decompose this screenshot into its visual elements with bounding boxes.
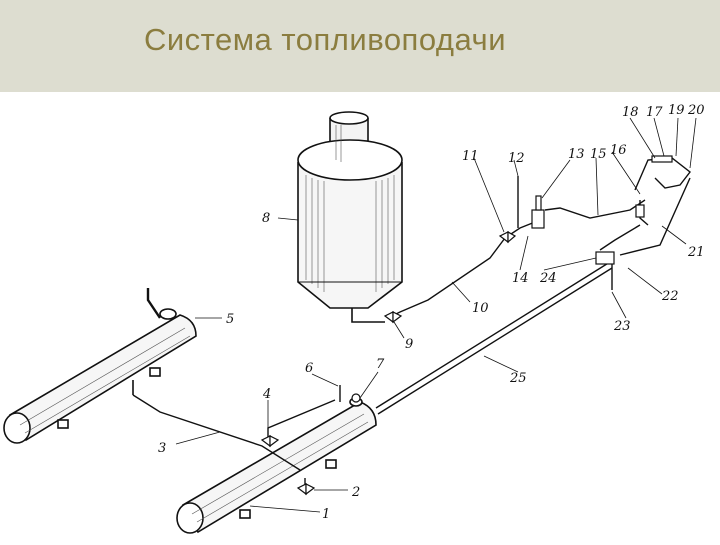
label-23: 23 (613, 319, 631, 334)
horizontal-tank-upper (3, 288, 197, 444)
label-15: 15 (590, 147, 607, 162)
label-12: 12 (508, 151, 525, 166)
label-22: 22 (661, 289, 679, 304)
label-3: 3 (158, 441, 166, 456)
fuel-system-diagram: 1 2 3 4 5 6 7 8 9 10 11 12 13 14 15 16 1… (0, 92, 720, 540)
label-16: 16 (610, 143, 627, 158)
label-9: 9 (405, 337, 413, 352)
label-20: 20 (687, 103, 705, 118)
label-21: 21 (687, 245, 705, 260)
slide-header: Система топливоподачи (0, 0, 720, 92)
label-7: 7 (376, 357, 385, 372)
number-labels: 1 2 3 4 5 6 7 8 9 10 11 12 13 14 15 16 1… (158, 103, 705, 522)
label-8: 8 (262, 211, 270, 226)
slide-title: Система топливоподачи (143, 22, 507, 57)
leader-lines (175, 117, 697, 513)
label-14: 14 (512, 271, 529, 286)
label-24: 24 (539, 271, 557, 286)
label-19: 19 (668, 103, 685, 118)
label-25: 25 (509, 371, 527, 386)
label-1: 1 (322, 507, 330, 522)
label-2: 2 (351, 485, 360, 500)
label-11: 11 (462, 149, 479, 164)
pipelines (132, 157, 691, 492)
label-5: 5 (226, 312, 234, 327)
label-4: 4 (262, 387, 271, 402)
label-10: 10 (472, 301, 489, 316)
label-13: 13 (568, 147, 585, 162)
label-18: 18 (622, 105, 639, 120)
label-6: 6 (305, 361, 313, 376)
vertical-tank (297, 111, 403, 323)
label-17: 17 (646, 105, 663, 120)
valves (260, 155, 673, 496)
diagram-svg: 1 2 3 4 5 6 7 8 9 10 11 12 13 14 15 16 1… (3, 103, 705, 534)
horizontal-tank-lower (176, 397, 377, 534)
